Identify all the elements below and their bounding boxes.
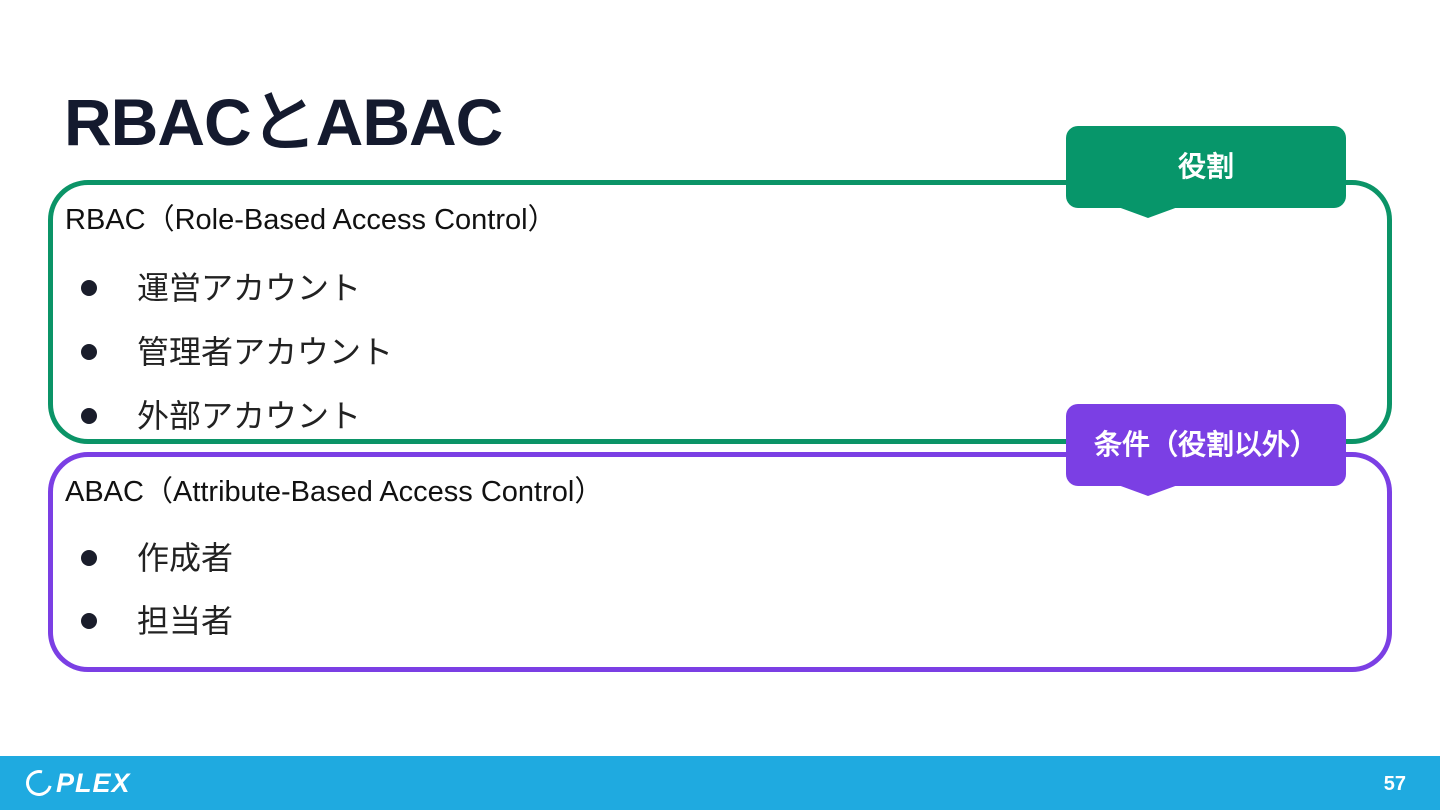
list-item-text: 作成者: [137, 540, 234, 576]
slide-title: RBACとABAC: [64, 85, 503, 159]
bullet-icon: [81, 613, 97, 629]
list-item-text: 担当者: [137, 603, 234, 639]
abac-heading: ABAC（Attribute-Based Access Control）: [65, 476, 604, 508]
bullet-icon: [81, 344, 97, 360]
list-item-text: 外部アカウント: [137, 398, 362, 434]
list-item: 作成者: [53, 538, 753, 578]
bullet-icon: [81, 550, 97, 566]
list-item-text: 運営アカウント: [137, 270, 362, 306]
bullet-icon: [81, 280, 97, 296]
circle-arc-icon: [21, 765, 57, 801]
rbac-box: RBAC（Role-Based Access Control） 運営アカウント …: [48, 180, 1392, 444]
list-item-text: 管理者アカウント: [137, 334, 394, 370]
logo-text: PLEX: [56, 768, 131, 798]
rbac-heading: RBAC（Role-Based Access Control）: [65, 204, 557, 236]
abac-callout: 条件（役割以外）: [1066, 404, 1346, 496]
bullet-icon: [81, 408, 97, 424]
rbac-callout: 役割: [1066, 126, 1346, 218]
page-number: 57: [1383, 773, 1406, 795]
list-item: 外部アカウント: [53, 396, 753, 436]
list-item: 運営アカウント: [53, 268, 753, 308]
list-item: 担当者: [53, 601, 753, 641]
footer-bar: PLEX 57: [0, 756, 1440, 810]
list-item: 管理者アカウント: [53, 332, 753, 372]
